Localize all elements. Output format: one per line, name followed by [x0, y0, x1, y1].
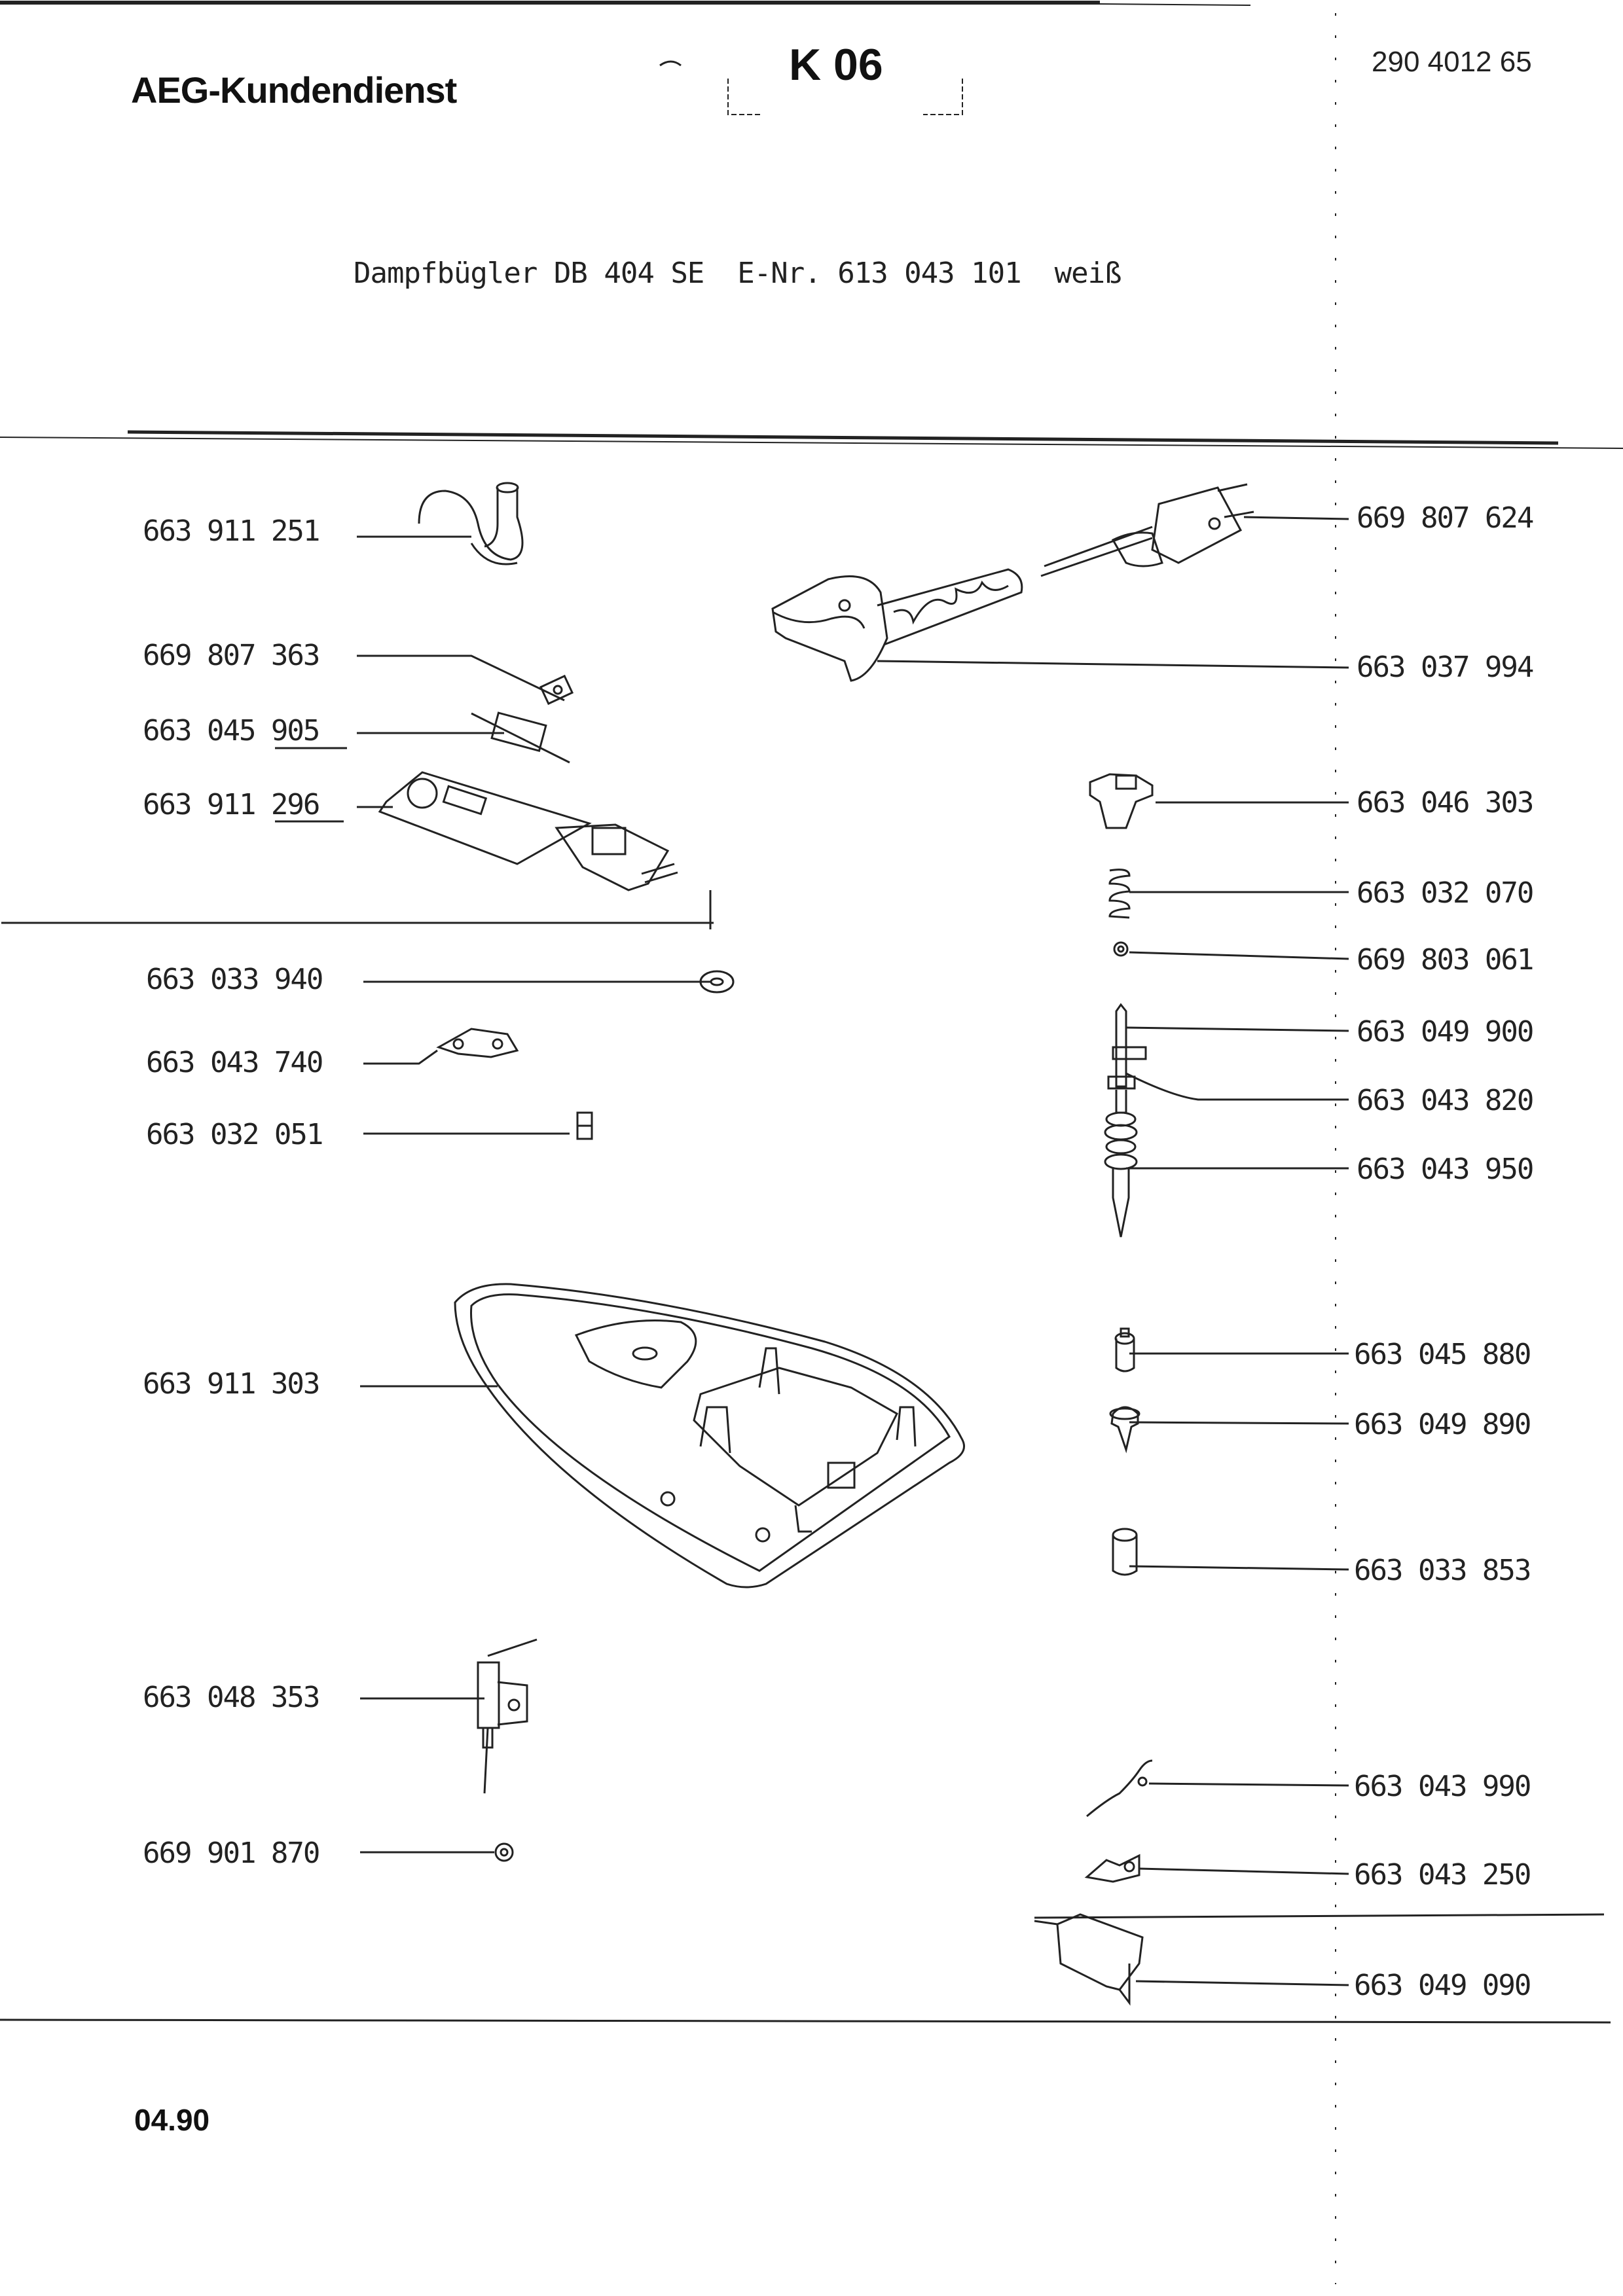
part-number-right-13: 663 043 250 [1354, 1858, 1531, 1892]
part-number-left-8: 663 911 303 [143, 1367, 320, 1401]
part-insulating-plate [1034, 1914, 1142, 2003]
part-number-right-11: 663 033 853 [1354, 1554, 1531, 1587]
part-number-left-5: 663 033 940 [146, 963, 323, 996]
part-number-right-6: 663 049 900 [1357, 1015, 1534, 1049]
part-number-left-9: 663 048 353 [143, 1681, 320, 1714]
part-number-left-1: 663 911 251 [143, 514, 320, 548]
part-circuit-board [380, 772, 678, 890]
brand-name: AEG-Kundendienst [131, 69, 457, 111]
part-number-right-10: 663 049 890 [1354, 1408, 1531, 1441]
part-number-left-6: 663 043 740 [146, 1046, 323, 1079]
part-number-right-1: 669 807 624 [1357, 501, 1534, 535]
leader-lines-left [1, 537, 714, 1852]
revision-date: 04.90 [134, 2103, 210, 2137]
part-number-left-3: 663 045 905 [143, 714, 320, 747]
part-hose-connector [419, 483, 522, 564]
part-number-left-10: 669 901 870 [143, 1837, 320, 1870]
leader-lines-right [877, 517, 1604, 1985]
part-number-right-2: 663 037 994 [1357, 651, 1534, 684]
part-power-cord [1041, 484, 1254, 576]
part-number-left-4: 663 911 296 [143, 788, 320, 821]
part-temperature-regulator [478, 1640, 537, 1793]
part-spring [1110, 870, 1129, 918]
part-number-right-3: 663 046 303 [1357, 786, 1534, 819]
document-number: 290 4012 65 [1372, 46, 1532, 78]
part-illustrations [380, 483, 1254, 2003]
product-description: Dampfbügler DB 404 SE E-Nr. 613 043 101 … [354, 257, 1122, 290]
sheet-code: K 06 [789, 40, 883, 90]
part-number-right-7: 663 043 820 [1357, 1084, 1534, 1117]
part-number-left-7: 663 032 051 [146, 1118, 323, 1151]
part-number-right-9: 663 045 880 [1354, 1338, 1531, 1371]
part-handle-grip [773, 569, 1022, 681]
part-number-right-12: 663 043 990 [1354, 1770, 1531, 1803]
part-number-right-4: 663 032 070 [1357, 876, 1534, 910]
part-number-right-5: 669 803 061 [1357, 943, 1534, 977]
part-number-right-14: 663 049 090 [1354, 1969, 1531, 2002]
header-rules [0, 3, 1623, 2284]
part-valve-rod [1105, 1005, 1146, 1237]
part-number-right-8: 663 043 950 [1357, 1153, 1534, 1186]
part-number-left-2: 669 807 363 [143, 639, 320, 672]
part-soleplate [455, 1284, 964, 1587]
